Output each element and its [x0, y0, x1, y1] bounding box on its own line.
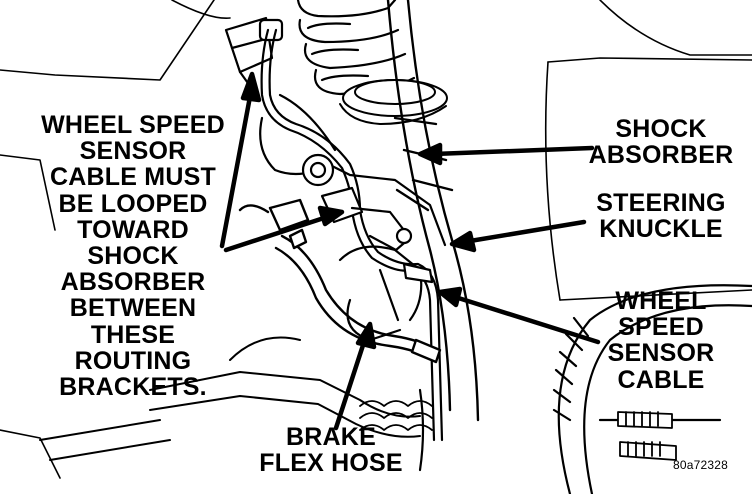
upper-routing-bracket	[224, 16, 284, 88]
figure-id-label: 80a72328	[673, 458, 728, 472]
steering-knuckle-label: STEERING KNUCKLE	[596, 189, 726, 244]
cv-boot	[359, 400, 433, 431]
wheel-speed-sensor-cable-label: WHEEL SPEED SENSOR CABLE	[607, 287, 715, 394]
callout-arrows	[219, 71, 601, 431]
body-panel-outline	[0, 0, 752, 479]
wheel-speed-sensor-cable-note-label: WHEEL SPEED SENSOR CABLE MUST BE LOOPED …	[41, 111, 225, 402]
brake-flex-hose-drawing	[238, 198, 442, 364]
steering-knuckle	[259, 93, 447, 342]
wheel-studs	[617, 411, 677, 461]
brake-flex-hose-label: BRAKE FLEX HOSE	[259, 423, 403, 478]
coil-spring	[296, 0, 416, 96]
shock-absorber-label: SHOCK ABSORBER	[588, 115, 734, 170]
shock-upper-mount	[339, 79, 448, 125]
shock-absorber-body	[386, 0, 480, 422]
